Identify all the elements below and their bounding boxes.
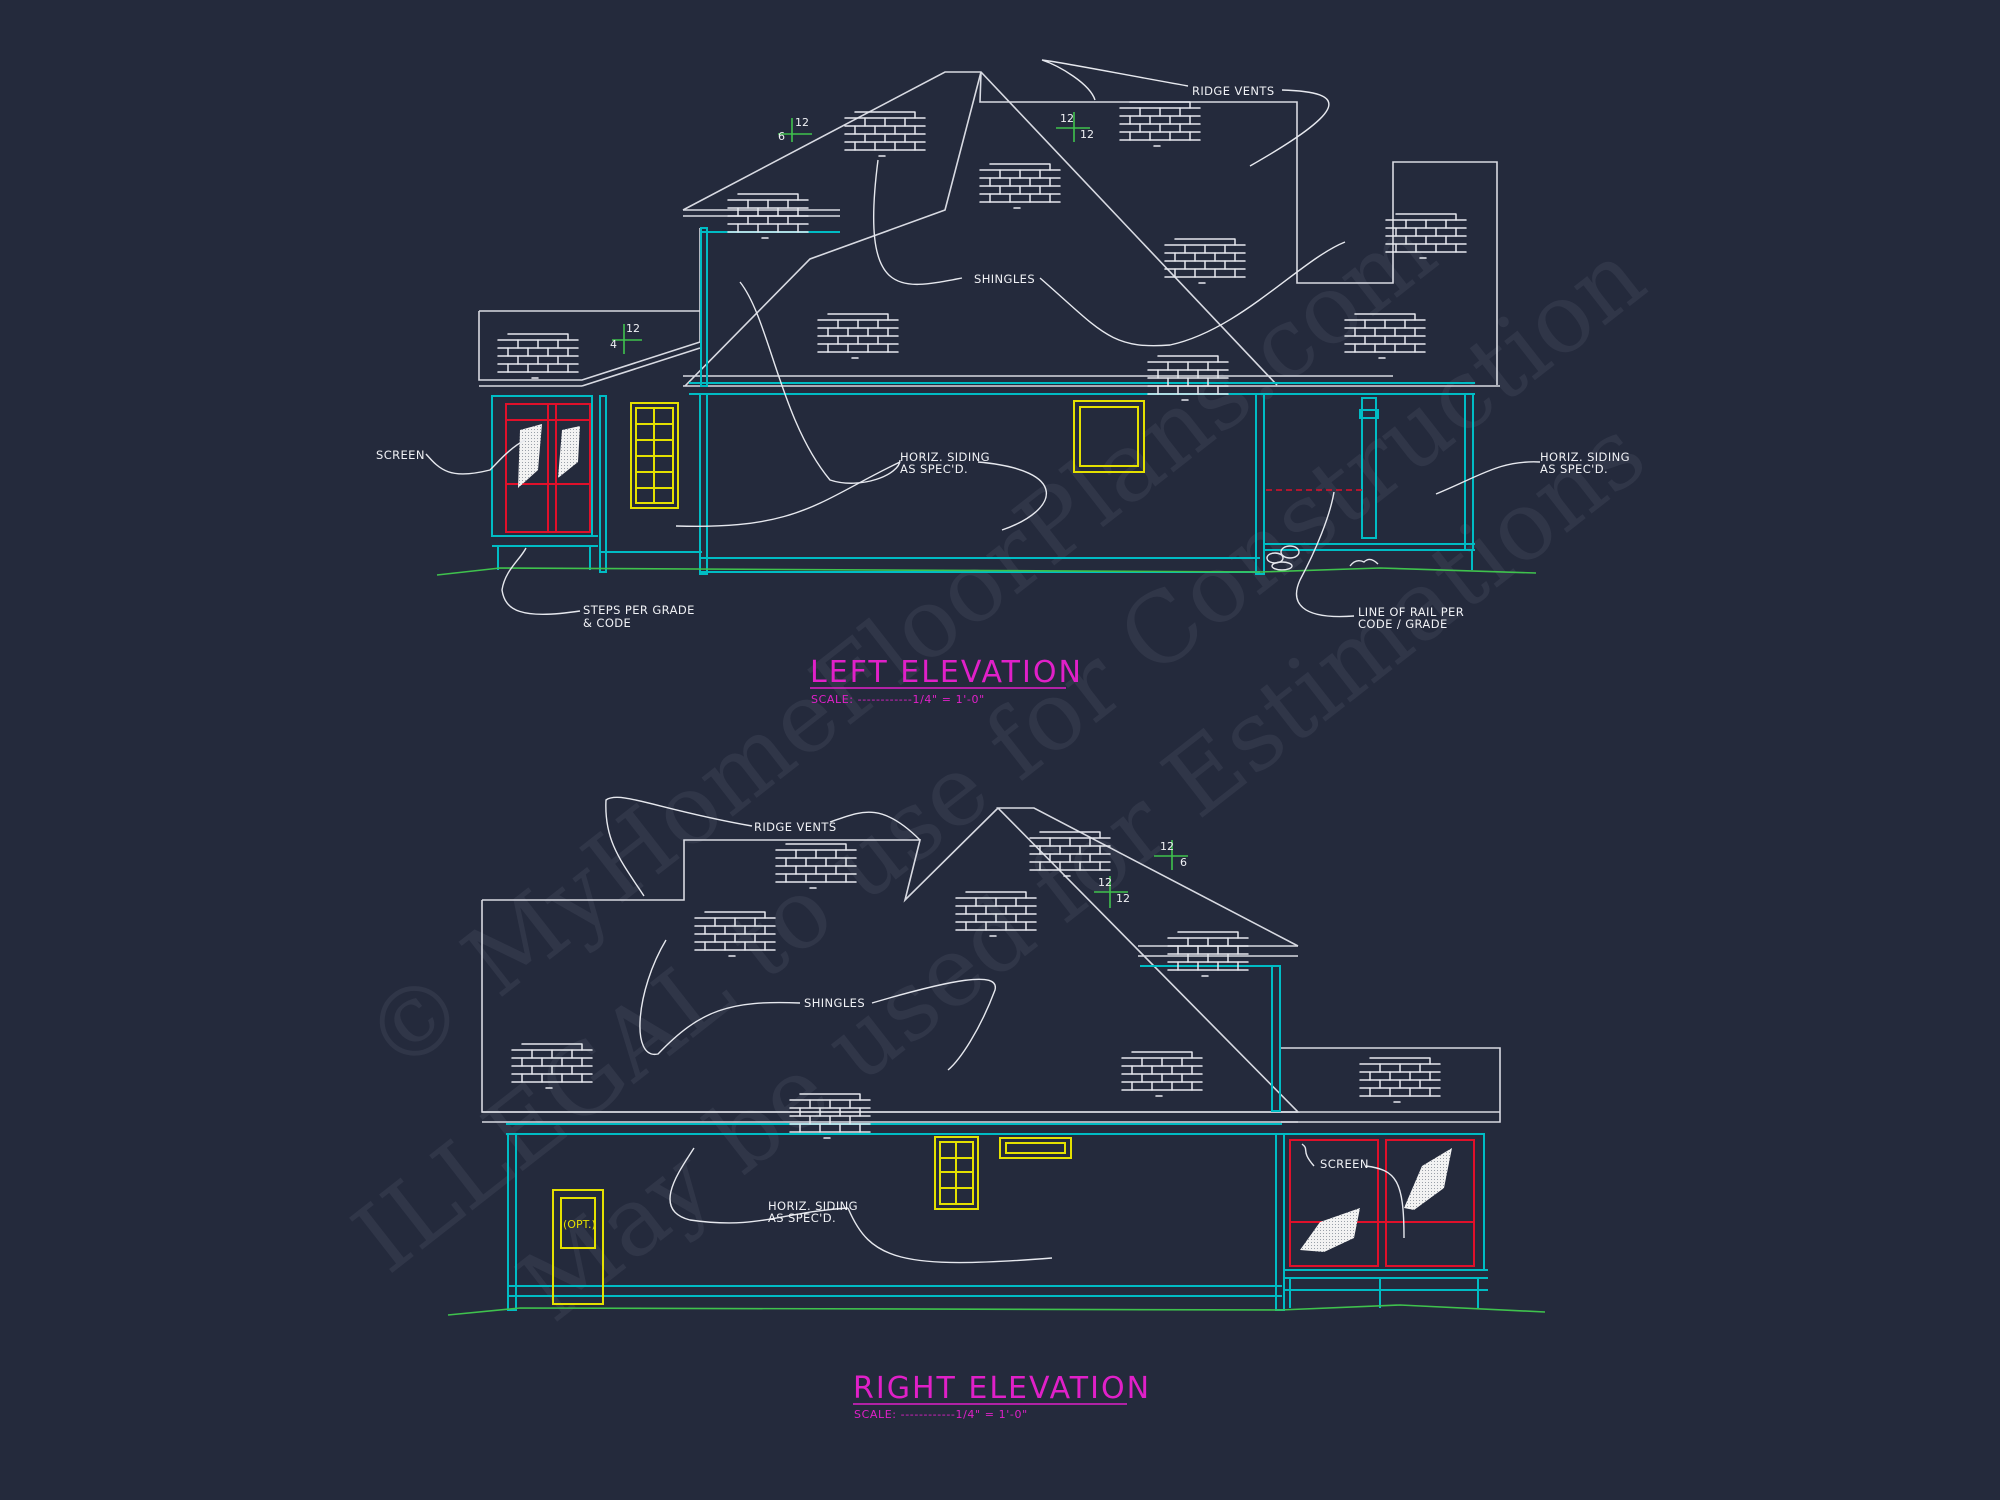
right-elevation-title: RIGHT ELEVATION (853, 1371, 1151, 1406)
note-ridge-vents: RIDGE VENTS (1192, 84, 1275, 98)
left-pitch-6-12: 6 12 (778, 116, 812, 143)
left-elevation: 6 12 12 12 4 12 RIDGE VENTS (376, 59, 1630, 706)
left-pitch-12-12: 12 12 (1056, 112, 1094, 142)
pitch-rise: 12 (1080, 128, 1094, 141)
note-steps-line-2: & CODE (583, 616, 631, 630)
note-siding-line-1: HORIZ. SIDING (900, 450, 990, 464)
right-ground-line (447, 1304, 1546, 1316)
left-screen-porch (505, 403, 591, 533)
note-steps-line-1: STEPS PER GRADE (583, 603, 695, 617)
left-pitch-4-12: 4 12 (610, 322, 642, 354)
pitch-rise: 6 (778, 130, 785, 143)
note-siding-line-1: HORIZ. SIDING (768, 1199, 858, 1213)
watermark: © MyHomeFloorPlans.com ILLEGAL to use fo… (333, 193, 1665, 1343)
right-pitch-12-6: 12 6 (1154, 840, 1188, 870)
note-shingles: SHINGLES (974, 272, 1035, 286)
pitch-rise: 12 (1116, 892, 1130, 905)
pitch-run: 12 (795, 116, 809, 129)
pitch-run: 12 (626, 322, 640, 335)
note-rail-line-1: LINE OF RAIL PER (1358, 605, 1464, 619)
pitch-rise: 6 (1180, 856, 1187, 869)
left-ground-line (436, 567, 1537, 576)
note-siding-line-2: AS SPEC'D. (900, 462, 968, 476)
left-foundation-stones (1266, 545, 1379, 571)
right-elevation: (OPT.) 12 6 12 12 (447, 796, 1546, 1421)
left-leader-lines (425, 59, 1541, 618)
pitch-run: 12 (1098, 876, 1112, 889)
note-ridge-vents: RIDGE VENTS (754, 820, 837, 834)
pitch-run: 12 (1060, 112, 1074, 125)
left-window-double-hung (630, 402, 679, 509)
door-opt-label: (OPT.) (563, 1218, 596, 1231)
note-siding-right-line-2: AS SPEC'D. (1540, 462, 1608, 476)
pitch-run: 12 (1160, 840, 1174, 853)
note-siding-line-2: AS SPEC'D. (768, 1211, 836, 1225)
left-window-square (1073, 400, 1145, 473)
note-shingles: SHINGLES (804, 996, 865, 1010)
note-screen: SCREEN (376, 448, 425, 462)
note-rail-line-2: CODE / GRADE (1358, 617, 1448, 631)
right-leader-lines (605, 796, 1405, 1264)
note-siding-right-line-1: HORIZ. SIDING (1540, 450, 1630, 464)
right-screen-porch (1289, 1139, 1475, 1267)
right-door-opt: (OPT.) (552, 1189, 604, 1305)
pitch-rise: 4 (610, 338, 617, 351)
note-screen: SCREEN (1320, 1157, 1369, 1171)
right-elevation-scale: SCALE: ------------1/4" = 1'-0" (854, 1408, 1028, 1421)
left-elevation-scale: SCALE: ------------1/4" = 1'-0" (811, 693, 985, 706)
right-window-transom (999, 1137, 1072, 1159)
right-pitch-12-12: 12 12 (1094, 876, 1130, 908)
right-window-double-hung (934, 1136, 979, 1210)
left-elevation-title: LEFT ELEVATION (810, 655, 1083, 690)
